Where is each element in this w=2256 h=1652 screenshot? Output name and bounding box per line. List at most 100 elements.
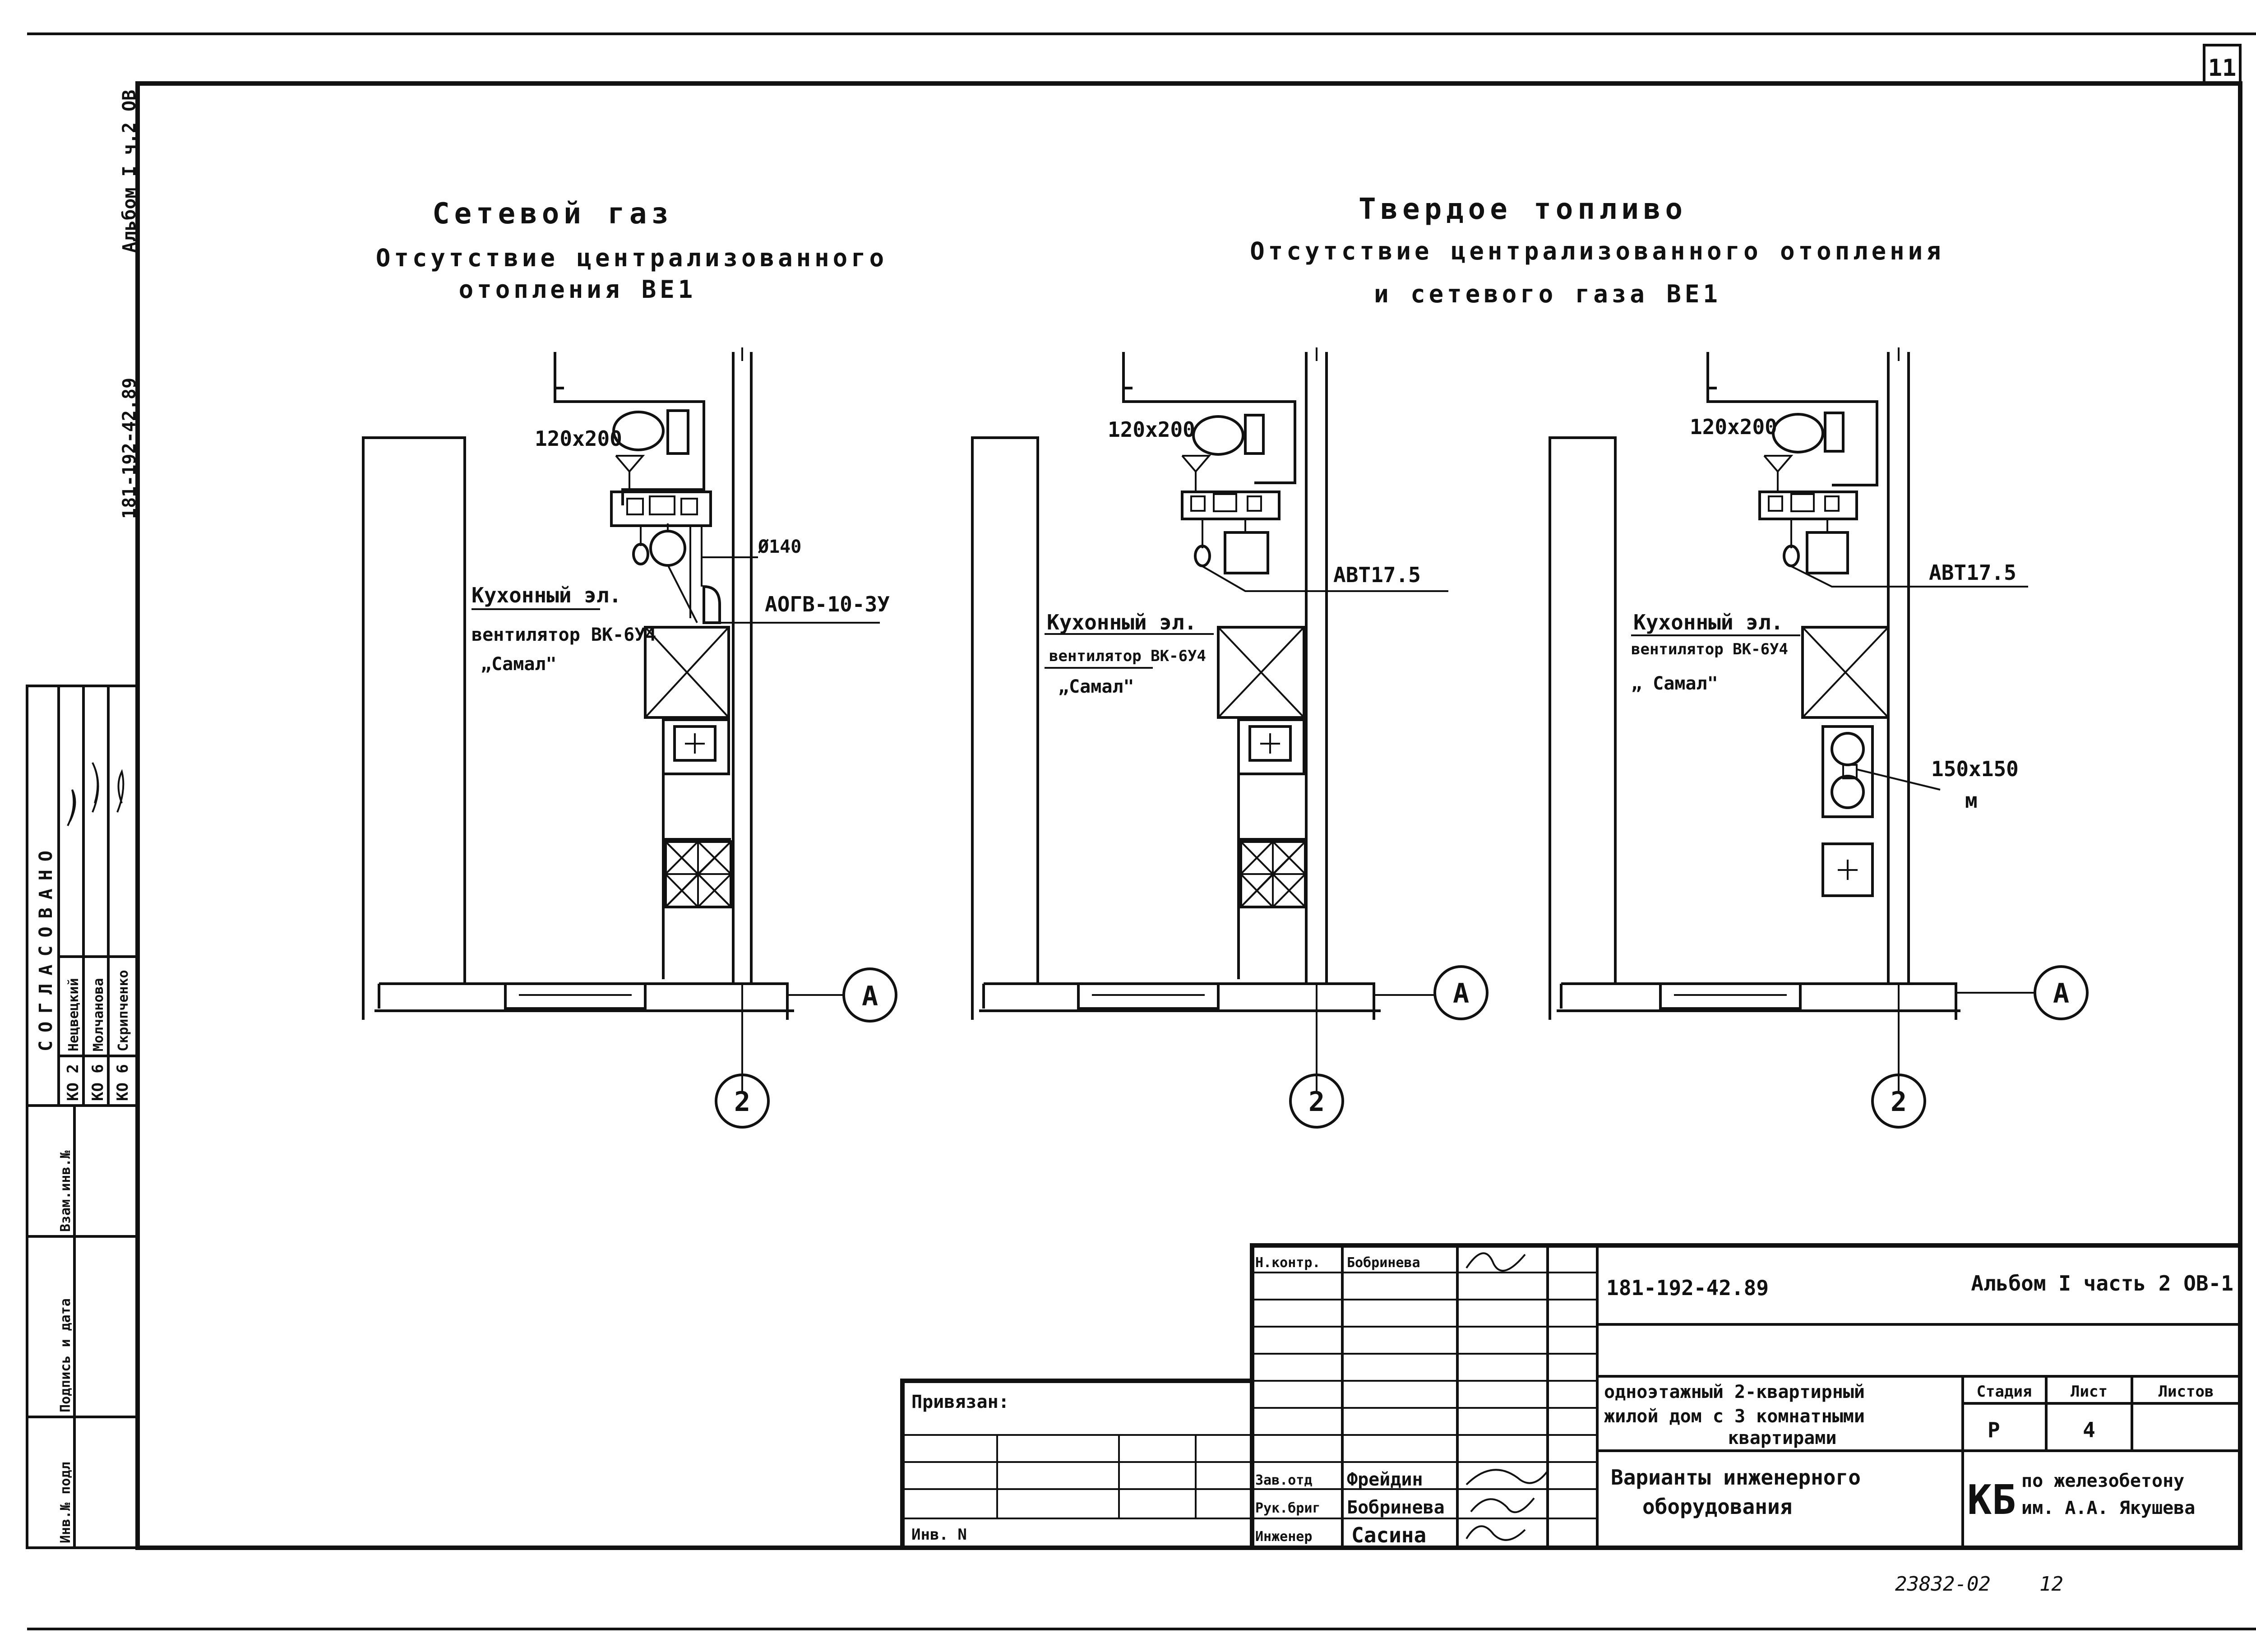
variant2-fan-label-2: вентилятор ВК-6У4 xyxy=(1049,647,1206,665)
flue-pipe xyxy=(703,585,721,624)
variant3-window xyxy=(1659,982,1802,1010)
variant1-fan-label-3: „Самал" xyxy=(481,654,557,675)
variant1-fan-box xyxy=(644,626,730,719)
variant3-control-box xyxy=(1758,491,1858,520)
variant3-hole-size: 120х200 xyxy=(1690,415,1777,439)
sheets-label: Листов xyxy=(2159,1383,2214,1401)
variant2-title-2: Отсутствие централизованного отопления xyxy=(1250,237,1944,265)
org-name-1: по железобетону xyxy=(2021,1471,2184,1491)
washbasin xyxy=(612,411,665,451)
variant2-axis-2 xyxy=(1289,1074,1344,1129)
agreement-dept-3: КО 6 xyxy=(114,1064,132,1101)
sheet-value: 4 xyxy=(2083,1418,2095,1442)
variant2-washbasin xyxy=(1192,415,1244,456)
variant3-hob xyxy=(1821,725,1874,818)
variant3-heater-label: АВТ17.5 xyxy=(1929,560,2016,585)
variant1-axis-2 xyxy=(715,1074,770,1129)
variant2-boiler xyxy=(1224,531,1269,574)
sheet-title-1: Варианты инженерного xyxy=(1611,1465,1861,1490)
title-code: 181-192-42.89 xyxy=(1606,1276,1769,1300)
variant1-hole-size: 120х200 xyxy=(535,426,622,451)
variant3-washbasin xyxy=(1772,413,1824,453)
tied-label: Привязан: xyxy=(911,1392,1009,1412)
variant3-fan-label-2: вентилятор ВК-6У4 xyxy=(1631,640,1788,658)
variant2-sink xyxy=(1248,725,1292,762)
variant1-title-1: Сетевой газ xyxy=(432,197,673,231)
variant2-axis-a-label: А xyxy=(1453,978,1469,1009)
agreement-signatures xyxy=(67,762,125,826)
variant2-window xyxy=(1077,982,1220,1010)
agreement-dept-2: КО 6 xyxy=(89,1064,107,1101)
variant2-heading: Твердое топливо Отсутствие централизован… xyxy=(1250,193,1944,308)
variant2-control-box xyxy=(1181,491,1281,520)
role-engineer: Инженер xyxy=(1255,1529,1312,1545)
page-number: 11 xyxy=(2208,55,2237,82)
variant2-axis-2-label: 2 xyxy=(1308,1086,1325,1118)
footer-number: 23832-02 xyxy=(1895,1573,1991,1596)
title-block: Привязан: Инв. N Н.контр. Бобринева Зав.… xyxy=(900,1243,2242,1550)
name-norm-control: Бобринева xyxy=(1347,1255,1420,1271)
variant2-fan-label-3: „Самал" xyxy=(1058,676,1134,697)
inv-label: Инв. N xyxy=(911,1526,967,1544)
variant1-heater-circle xyxy=(649,530,686,567)
variant1-fan-label-2: вентилятор ВК-6У4 xyxy=(472,625,656,645)
variant2-title-3: и сетевого газа ВЕ1 xyxy=(1374,280,1721,308)
tied-block-frame xyxy=(900,1379,1254,1550)
variant3-fan-label-1: Кухонный эл. xyxy=(1633,610,1783,634)
footer-page: 12 xyxy=(2039,1573,2063,1596)
variant3-boiler xyxy=(1806,531,1849,574)
object-name-1: одноэтажный 2-квартирный xyxy=(1604,1382,1865,1402)
variant3-plan: 120х200 АВТ17.5 Кухонный эл. вентилятор … xyxy=(1549,347,2089,1129)
sheet-title-2: оборудования xyxy=(1642,1495,1792,1519)
variant1-fan-label-1: Кухонный эл. xyxy=(472,583,621,607)
title-block-signatures xyxy=(1465,1252,1549,1541)
side-album: Альбом I ч.2 ОВ xyxy=(119,90,140,253)
variant2-title-1: Твердое топливо xyxy=(1359,193,1687,226)
side-stamp-inv-original: Инв.№ подл xyxy=(58,1462,74,1543)
sheet-label: Лист xyxy=(2071,1383,2108,1401)
variant1-title-2: Отсутствие централизованного xyxy=(376,244,888,272)
variant1-title-3: отопления ВЕ1 xyxy=(459,275,697,304)
variant1-axis-a xyxy=(842,967,897,1023)
agreement-dept-1: КО 2 xyxy=(64,1064,82,1101)
agreement-name-2: Молчанова xyxy=(91,978,106,1051)
variant1-axis-a-label: А xyxy=(862,981,878,1012)
variant3-fan-box xyxy=(1801,626,1890,719)
side-stamp-replace-inv: Взам.инв.№ xyxy=(58,1150,74,1232)
variant3-axis-2-label: 2 xyxy=(1891,1086,1907,1118)
variant2-heater-label: АВТ17.5 xyxy=(1333,563,1421,587)
variant2-fan-label-1: Кухонный эл. xyxy=(1047,610,1197,634)
agreement-title: СОГЛАСОВАНО xyxy=(36,842,56,1051)
wall-right xyxy=(732,352,753,984)
variant1-heater-label: АОГВ-10-3У xyxy=(765,592,890,616)
room-wall-left xyxy=(362,436,466,1020)
variant1-pipe-diameter: Ø140 xyxy=(758,537,801,557)
variant1-window xyxy=(504,982,647,1010)
org-logo: КБ xyxy=(1967,1476,2016,1524)
heater-control-box xyxy=(610,491,712,527)
object-name-3: квартирами xyxy=(1728,1428,1837,1448)
agreement-stamp: СОГЛАСОВАНО КО 2 КО 6 КО 6 Нецвецкий Мол… xyxy=(26,685,139,1549)
variant1-wall-section xyxy=(378,982,789,1020)
variant3-duct-mark: м xyxy=(1965,788,1978,813)
variant1-sink xyxy=(673,725,717,762)
name-head-dept: Фрейдин xyxy=(1347,1469,1423,1490)
role-head-dept: Зав.отд xyxy=(1255,1472,1312,1488)
stage-value: Р xyxy=(1988,1418,2000,1442)
variant3-axis-2 xyxy=(1871,1074,1926,1129)
variant3-axis-a xyxy=(2034,965,2089,1020)
variant2-hole-size: 120х200 xyxy=(1108,417,1195,442)
variant3-fan-label-3: „ Самал" xyxy=(1631,673,1718,694)
page-number-box xyxy=(2203,44,2242,85)
variant2-axis-a xyxy=(1433,965,1489,1020)
title-album: Альбом I часть 2 ОВ-1 xyxy=(1971,1271,2233,1296)
variant3-duct-size: 150х150 xyxy=(1931,757,2019,781)
variant1-heading: Сетевой газ Отсутствие централизованного… xyxy=(376,197,888,304)
side-code: 181-192-42.89 xyxy=(119,378,140,519)
variant2-plan: 120х200 АВТ17.5 Кухонный эл. вентилятор … xyxy=(971,347,1489,1129)
side-stamp-signature-date: Подпись и дата xyxy=(58,1298,74,1412)
stage-label: Стадия xyxy=(1977,1383,2032,1401)
variant2-fan-box xyxy=(1217,626,1305,719)
agreement-name-3: Скрипченко xyxy=(116,970,131,1051)
